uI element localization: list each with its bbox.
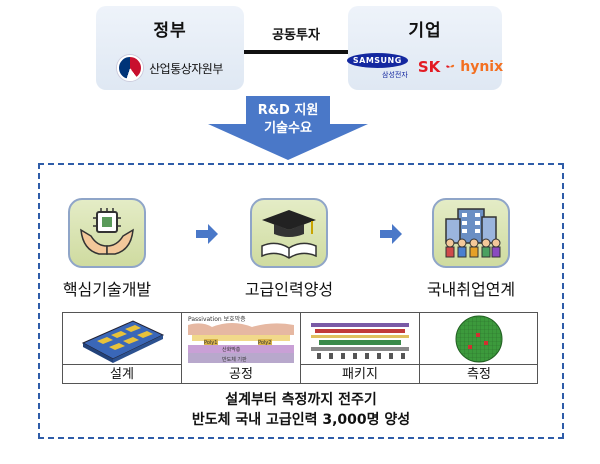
process-cell-fab: Passivation 보호막층 Poly1 Poly2 산화막층 반도체 기판…	[182, 313, 301, 383]
oxide-annotation: 산화막층	[222, 346, 241, 353]
samsung-korean-name: 삼성전자	[382, 71, 408, 79]
building-people-icon	[445, 208, 501, 258]
substrate-annotation: 반도체 기판	[222, 356, 247, 363]
passivation-annotation: Passivation 보호막층	[188, 315, 246, 323]
process-image-design	[63, 313, 181, 365]
stage-icon-core-tech	[68, 198, 146, 268]
process-cell-package: 패키지	[301, 313, 420, 383]
ministry-logo: 산업통상자원부	[96, 55, 244, 81]
flow-arrow-icon	[380, 224, 402, 244]
process-cell-design: 설계	[63, 313, 182, 383]
summary-text: 설계부터 측정까지 전주기 반도체 국내 고급인력 3,000명 양성	[40, 390, 562, 430]
process-label-design: 설계	[110, 367, 134, 382]
down-arrow-icon	[208, 96, 368, 160]
fab-cross-section-image: Passivation 보호막층 Poly1 Poly2 산화막층 반도체 기판	[182, 313, 300, 365]
skhynix-logo: SK hynix	[418, 58, 503, 76]
government-title: 정부	[153, 21, 187, 41]
process-label-test: 측정	[467, 367, 491, 382]
corporate-logos: SAMSUNG 삼성전자 SK hynix	[346, 53, 503, 80]
stage-label-core-tech: 핵심기술개발	[62, 280, 152, 299]
process-label-fab: 공정	[229, 367, 253, 382]
summary-line-1: 설계부터 측정까지 전주기	[225, 392, 377, 408]
sk-butterfly-icon	[446, 64, 455, 68]
poly1-annotation: Poly1	[204, 340, 217, 346]
stage-label-talent: 고급인력양성	[244, 280, 334, 299]
arrow-text: R&D 지원 기술수요	[208, 96, 368, 138]
corporation-box: 기업 SAMSUNG 삼성전자 SK hynix	[346, 6, 503, 90]
arrow-line-1: R&D 지원	[257, 103, 319, 118]
samsung-wordmark: SAMSUNG	[346, 53, 408, 68]
process-table: 설계 Passivation 보호막층 Poly1 Poly2 산화막층 반도체…	[62, 312, 538, 384]
stage-icon-talent	[250, 198, 328, 268]
chip-layout-image	[81, 320, 165, 363]
process-image-test	[420, 313, 538, 365]
flow-arrow-icon	[196, 224, 218, 244]
joint-investment-label: 공동투자	[272, 28, 320, 43]
support-arrow: R&D 지원 기술수요	[208, 96, 368, 160]
wafer-map-image	[455, 315, 503, 363]
connector-line	[244, 50, 348, 54]
ministry-name: 산업통상자원부	[149, 61, 223, 76]
program-scope-box	[38, 163, 564, 439]
process-image-package	[301, 313, 419, 365]
graduation-cap-book-icon	[261, 210, 317, 259]
samsung-logo: SAMSUNG 삼성전자	[346, 53, 408, 80]
chip-in-hands-icon	[80, 208, 134, 255]
government-box: 정부 산업통상자원부	[96, 6, 244, 90]
process-label-package: 패키지	[342, 367, 378, 382]
stage-icon-employment	[432, 198, 510, 268]
summary-line-2: 반도체 국내 고급인력 3,000명 양성	[191, 412, 411, 428]
poly2-annotation: Poly2	[258, 340, 271, 346]
corporation-title: 기업	[408, 21, 442, 41]
process-cell-test: 측정	[420, 313, 538, 383]
package-cross-section-image	[311, 323, 409, 359]
process-image-fab: Passivation 보호막층 Poly1 Poly2 산화막층 반도체 기판	[182, 313, 300, 365]
taegeuk-emblem-icon	[117, 55, 144, 81]
arrow-line-2: 기술수요	[264, 121, 312, 136]
hynix-wordmark: hynix	[460, 58, 504, 75]
stage-label-employment: 국내취업연계	[426, 280, 516, 299]
sk-wordmark: SK	[417, 57, 441, 76]
